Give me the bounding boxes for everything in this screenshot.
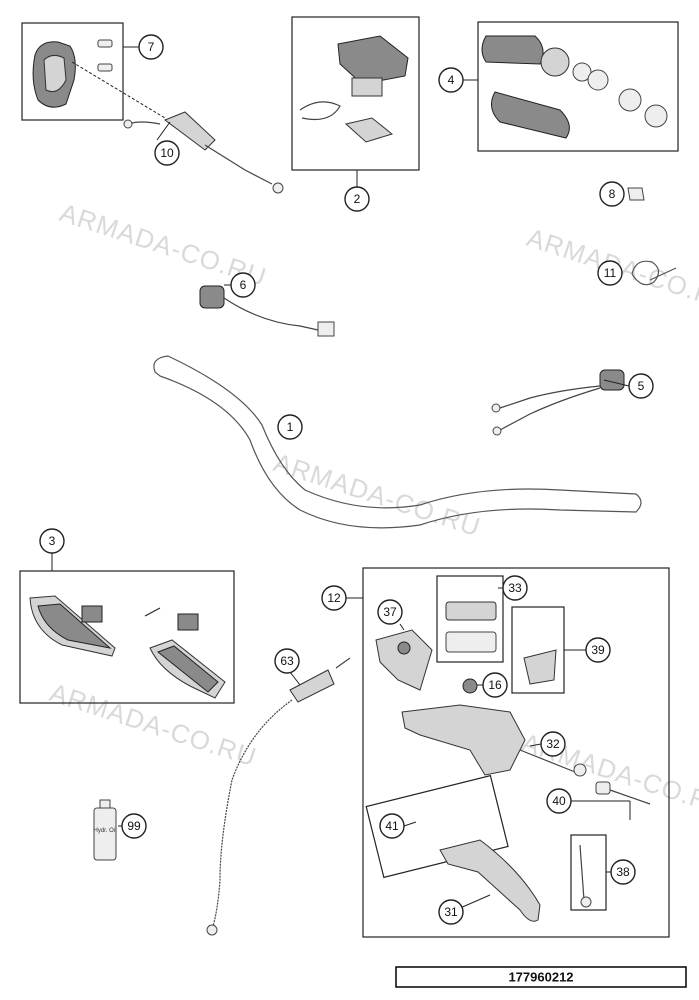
callout-33-label: 33 <box>508 581 522 595</box>
callout-39: 39 <box>585 637 611 663</box>
callout-12: 12 <box>321 585 347 611</box>
callout-63-label: 63 <box>280 654 294 668</box>
hydraulic-oil-bottle: Hydr. Oil <box>93 799 117 861</box>
callout-7-label: 7 <box>148 40 155 54</box>
frame-reservoir-cover <box>436 575 504 663</box>
callout-37: 37 <box>377 599 403 625</box>
callout-41: 41 <box>379 813 405 839</box>
callout-6: 6 <box>230 272 256 298</box>
callout-16-label: 16 <box>488 678 502 692</box>
callout-11-label: 11 <box>604 266 617 280</box>
drawing-number: 177960212 <box>508 970 573 985</box>
callout-5: 5 <box>628 373 654 399</box>
callout-11: 11 <box>597 260 623 286</box>
callout-40-label: 40 <box>552 794 566 808</box>
watermarks: ARMADA-CO.RU ARMADA-CO.RU ARMADA-CO.RU A… <box>46 197 699 822</box>
callout-1: 1 <box>277 414 303 440</box>
callout-31-label: 31 <box>444 905 458 919</box>
callout-12-label: 12 <box>327 591 341 605</box>
watermark-4: ARMADA-CO.RU <box>46 677 260 772</box>
handguards <box>29 595 226 699</box>
callout-4-label: 4 <box>448 73 455 87</box>
callout-8-label: 8 <box>609 187 616 201</box>
callout-2-label: 2 <box>354 192 361 206</box>
handlebar <box>153 355 642 529</box>
callout-31: 31 <box>438 899 464 925</box>
brake-line <box>206 657 351 936</box>
throttle-housing <box>32 39 113 108</box>
start-switch <box>491 369 625 436</box>
frame-switch-kit <box>291 16 420 171</box>
callout-10-label: 10 <box>160 146 174 160</box>
clamp-39 <box>523 649 557 685</box>
callout-32-label: 32 <box>546 737 560 751</box>
callout-3: 3 <box>39 528 65 554</box>
callout-6-label: 6 <box>240 278 247 292</box>
frame-throttle-housing <box>21 22 124 121</box>
callout-3-label: 3 <box>49 534 56 548</box>
clamp-37 <box>375 629 433 691</box>
callout-38: 38 <box>610 859 636 885</box>
switch-kit <box>299 35 409 143</box>
master-cylinder <box>401 704 526 776</box>
callout-38-label: 38 <box>616 865 630 879</box>
brake-lever <box>439 839 541 922</box>
callout-1-label: 1 <box>287 420 294 434</box>
frame-handguards <box>19 570 235 704</box>
drawing-number-box: 177960212 <box>395 966 687 988</box>
frame-grips <box>477 21 679 152</box>
brake-assembly <box>375 601 651 922</box>
reservoir-cover <box>445 601 497 621</box>
callout-5-label: 5 <box>638 379 645 393</box>
callout-7: 7 <box>138 34 164 60</box>
frame-brake-assembly <box>362 567 670 938</box>
callout-63: 63 <box>274 648 300 674</box>
throttle-cable <box>71 61 284 194</box>
pivot-bolt <box>579 844 585 901</box>
kill-switch <box>199 285 335 337</box>
callout-16: 16 <box>482 672 508 698</box>
callout-8: 8 <box>599 181 625 207</box>
frame-lever-pins <box>365 774 509 879</box>
grips <box>481 35 668 139</box>
diaphragm <box>445 631 497 653</box>
bottle-label: Hydr. Oil <box>93 828 116 834</box>
sight-glass <box>462 678 478 694</box>
callout-99-label: 99 <box>127 819 141 833</box>
callouts: 7 10 2 4 8 11 6 5 1 3 12 33 37 39 63 16 … <box>39 34 654 925</box>
callout-32: 32 <box>540 731 566 757</box>
callout-2: 2 <box>344 186 370 212</box>
cable-clip <box>627 187 645 201</box>
cable-tie <box>631 260 677 286</box>
piston <box>519 749 576 773</box>
callout-39-label: 39 <box>591 643 605 657</box>
callout-4: 4 <box>438 67 464 93</box>
callout-33: 33 <box>502 575 528 601</box>
callout-41-label: 41 <box>385 819 399 833</box>
callout-37-label: 37 <box>383 605 397 619</box>
callout-10: 10 <box>154 140 180 166</box>
callout-40: 40 <box>546 788 572 814</box>
callout-99: 99 <box>121 813 147 839</box>
